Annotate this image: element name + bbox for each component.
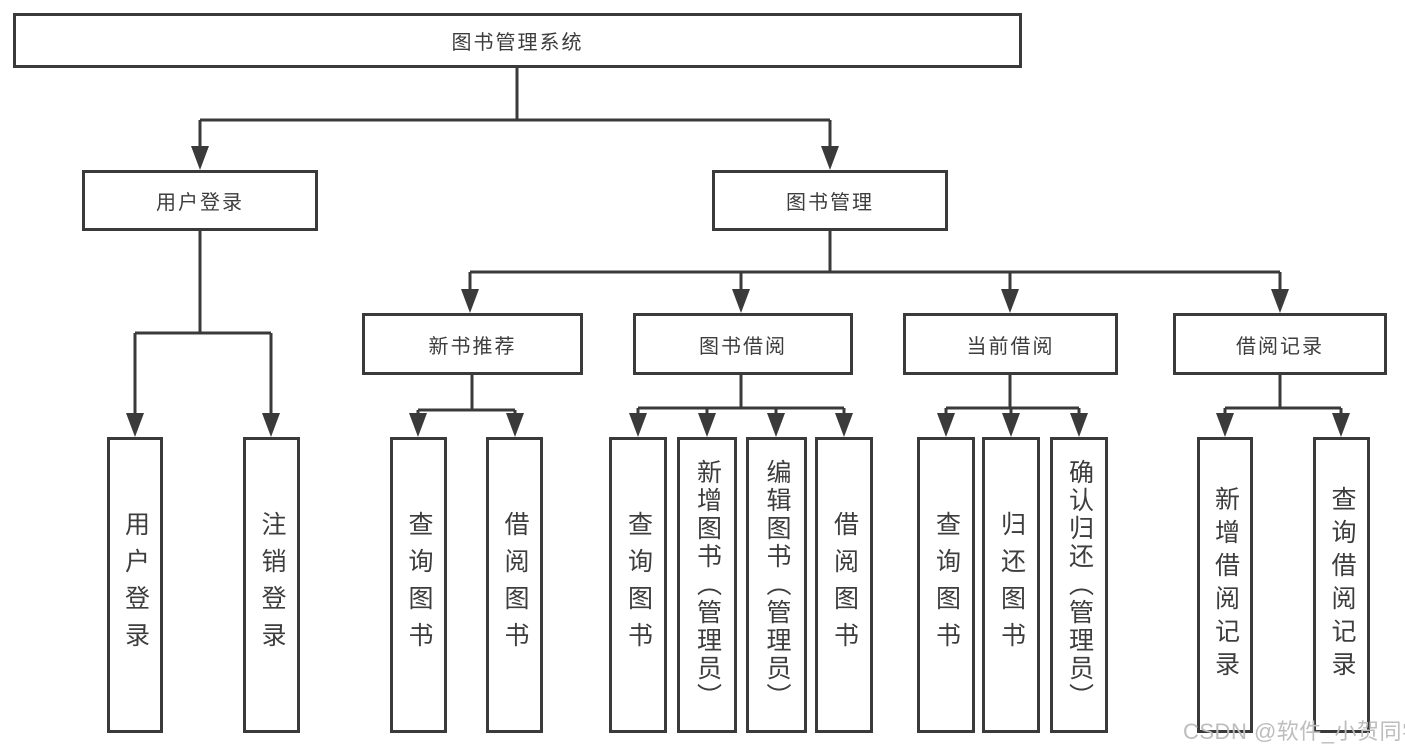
- node-label: 用户登录: [121, 511, 150, 659]
- leaf-logout: 注销登录: [243, 437, 300, 733]
- connector-root-to-level2: [191, 68, 839, 170]
- node-label: 查询图书: [405, 511, 433, 659]
- leaf-borrow-book-recommend: 借阅图书: [486, 437, 543, 733]
- node-label: 借阅记录: [1236, 335, 1324, 358]
- node-label: 注销登录: [258, 511, 286, 659]
- leaf-confirm-return-admin: 确认归还（管理员）: [1050, 437, 1108, 733]
- connector-current-borrow-to-leaves: [937, 375, 1088, 437]
- node-label: 用户登录: [156, 192, 244, 214]
- leaf-user-login: 用户登录: [107, 437, 163, 733]
- node-label: 归还图书: [997, 511, 1026, 659]
- leaf-query-book-current: 查询图书: [917, 437, 975, 733]
- node-label: 查询图书: [932, 511, 961, 659]
- connector-book-borrow-to-leaves: [629, 375, 853, 437]
- node-label: 新增图书（管理员）: [693, 459, 722, 711]
- node-label: 图书借阅: [699, 335, 787, 358]
- node-book-management: 图书管理: [712, 170, 948, 231]
- leaf-return-book: 归还图书: [982, 437, 1040, 733]
- node-label: 编辑图书（管理员）: [763, 459, 791, 711]
- node-label: 确认归还（管理员）: [1065, 459, 1094, 711]
- node-label: 新增借阅记录: [1211, 486, 1240, 684]
- leaf-query-book-recommend: 查询图书: [390, 437, 447, 733]
- leaf-borrow-book: 借阅图书: [815, 437, 873, 733]
- node-label: 查询图书: [624, 511, 653, 659]
- node-label: 图书管理系统: [451, 32, 584, 54]
- csdn-watermark: CSDN @软件_小贺同学: [1183, 719, 1405, 744]
- node-user-login: 用户登录: [82, 170, 318, 231]
- connector-borrow-records-to-leaves: [1216, 375, 1350, 437]
- connector-book-management-to-level3: [461, 231, 1289, 313]
- node-label: 借阅图书: [501, 511, 529, 659]
- leaf-query-borrow-record: 查询借阅记录: [1313, 437, 1370, 733]
- connector-new-book-recommend-to-leaves: [409, 375, 524, 437]
- node-label: 借阅图书: [830, 511, 859, 659]
- node-book-borrow: 图书借阅: [633, 313, 853, 375]
- leaf-edit-book-admin: 编辑图书（管理员）: [746, 437, 807, 733]
- node-new-book-recommend: 新书推荐: [362, 313, 583, 375]
- leaf-add-book-admin: 新增图书（管理员）: [677, 437, 737, 733]
- node-borrow-records: 借阅记录: [1173, 313, 1387, 375]
- node-label: 新书推荐: [428, 335, 517, 358]
- node-current-borrow: 当前借阅: [903, 313, 1118, 375]
- node-root-system: 图书管理系统: [13, 13, 1022, 68]
- leaf-query-book-borrow: 查询图书: [609, 437, 667, 733]
- connector-user-login-to-leaves: [126, 231, 280, 437]
- node-label: 查询借阅记录: [1328, 486, 1356, 684]
- node-label: 当前借阅: [966, 335, 1055, 358]
- node-label: 图书管理: [786, 192, 874, 214]
- leaf-add-borrow-record: 新增借阅记录: [1197, 437, 1253, 733]
